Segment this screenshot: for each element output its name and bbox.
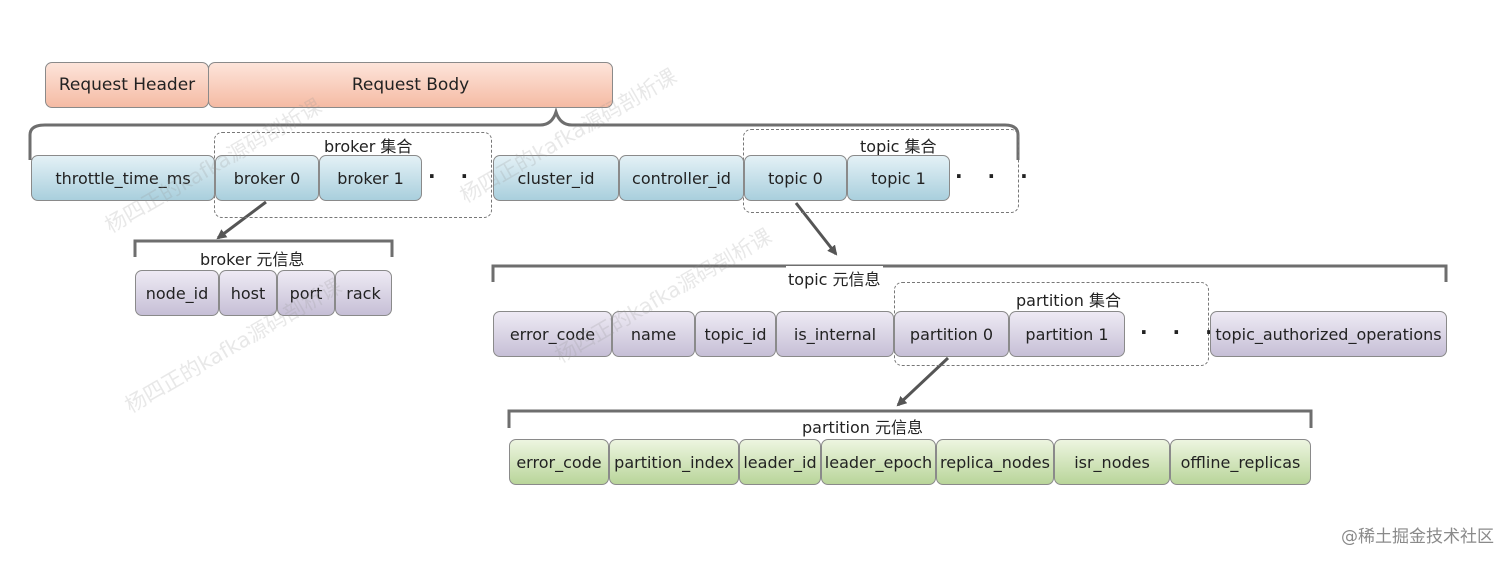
topic-field-error-code: error_code: [493, 311, 612, 357]
partition-0-field: partition 0: [894, 311, 1009, 357]
topic-field-name: name: [612, 311, 695, 357]
partition-field-leader-epoch: leader_epoch: [821, 439, 936, 485]
partition-field-offline-replicas: offline_replicas: [1170, 439, 1311, 485]
topic-set-label: topic 集合: [858, 133, 939, 157]
cluster-id-field: cluster_id: [493, 155, 619, 201]
topic-field-topic-id: topic_id: [695, 311, 776, 357]
partition-meta-bracket: [507, 409, 1313, 428]
topic-meta-bracket: [491, 264, 1448, 282]
partition-field-error-code: error_code: [509, 439, 609, 485]
partition-field-leader-id: leader_id: [739, 439, 821, 485]
broker-field-node-id: node_id: [135, 270, 219, 316]
throttle-time-field: throttle_time_ms: [31, 155, 215, 201]
broker-ellipsis: · · ·: [428, 164, 510, 188]
broker-1-field: broker 1: [319, 155, 422, 201]
topic-0-field: topic 0: [744, 155, 847, 201]
topic-field-authorized-operations: topic_authorized_operations: [1210, 311, 1447, 357]
partition-ellipsis: · · ·: [1140, 320, 1222, 344]
partition-field-replica-nodes: replica_nodes: [936, 439, 1054, 485]
broker-arrow: [216, 200, 267, 240]
topic-meta-label: topic 元信息: [786, 266, 883, 290]
broker-field-host: host: [219, 270, 277, 316]
topic-field-is-internal: is_internal: [776, 311, 894, 357]
broker-set-label: broker 集合: [322, 133, 415, 157]
topic-arrow: [794, 202, 838, 256]
partition-1-field: partition 1: [1009, 311, 1125, 357]
controller-id-field: controller_id: [619, 155, 744, 201]
partition-field-isr-nodes: isr_nodes: [1054, 439, 1170, 485]
partition-field-partition-index: partition_index: [609, 439, 739, 485]
broker-0-field: broker 0: [215, 155, 319, 201]
broker-field-rack: rack: [335, 270, 392, 316]
partition-set-label: partition 集合: [1016, 291, 1121, 310]
broker-meta-label: broker 元信息: [200, 250, 305, 269]
topic-ellipsis: · · ·: [955, 164, 1037, 188]
request-body-brace: [28, 106, 1020, 160]
broker-meta-bracket: [133, 239, 394, 257]
credit-text: @稀土掘金技术社区: [1341, 527, 1494, 547]
request-header-box: Request Header: [45, 62, 209, 108]
request-body-box: Request Body: [208, 62, 613, 108]
broker-field-port: port: [277, 270, 335, 316]
partition-meta-label: partition 元信息: [800, 414, 925, 438]
topic-1-field: topic 1: [847, 155, 950, 201]
